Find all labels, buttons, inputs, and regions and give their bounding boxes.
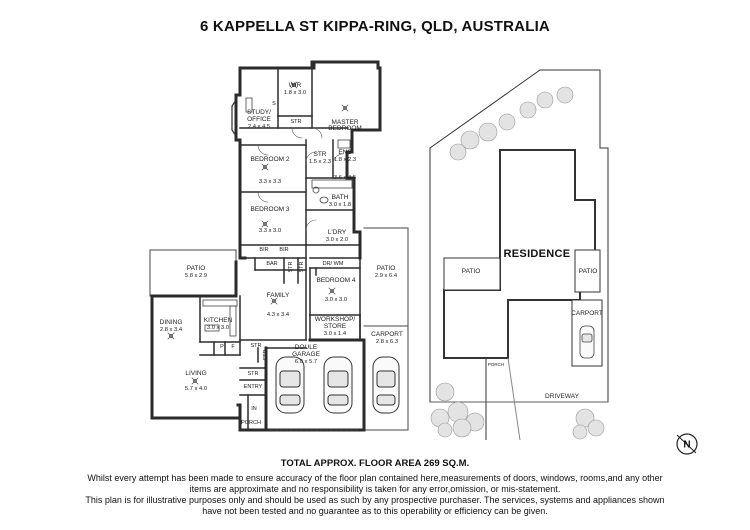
room-wir: WIR 1.8 x 3.0 — [283, 82, 307, 96]
room-bedroom-3: BEDROOM 3 3.3 x 3.0 — [250, 206, 290, 234]
label-porch: PORCH — [241, 420, 261, 426]
room-dims: 4.3 x 3.4 — [266, 311, 290, 318]
label-bar: BAR — [266, 261, 278, 267]
room-dims: 3.6 x 4.5 — [333, 174, 357, 181]
room-study: STUDY/ OFFICE 2.4 x 4.5 — [247, 109, 271, 130]
room-family: FAMILY 4.3 x 3.4 — [266, 292, 290, 318]
exterior-walls-lower — [150, 260, 366, 432]
room-name: PATIO — [186, 265, 206, 272]
room-garage: DOULE GARAGE 6.0 x 5.7 — [292, 344, 320, 365]
room-dims: 1.8 x 2.3 — [333, 156, 357, 163]
fan-icons — [167, 81, 349, 385]
label-bir-2: BIR — [279, 247, 289, 253]
room-name: ENS — [338, 149, 352, 156]
room-dims: 3.0 x 1.4 — [323, 330, 347, 337]
room-name: L'DRY — [327, 229, 347, 236]
label-s: S — [272, 101, 276, 107]
room-dims: 5.8 x 2.9 — [184, 272, 208, 279]
room-name: STUDY/ OFFICE — [247, 109, 271, 123]
room-bedroom-2: BEDROOM 2 3.3 x 3.3 — [250, 156, 290, 185]
total-floor-area: TOTAL APPROX. FLOOR AREA 269 SQ.M. — [280, 458, 470, 469]
trees — [430, 86, 605, 440]
room-name: KITCHEN — [203, 317, 233, 324]
site-porch-label: PORCH — [487, 362, 505, 367]
site-patio-left-label: PATIO — [461, 268, 481, 275]
label-entry: ENTRY — [243, 384, 263, 390]
room-name: MASTER BEDROOM — [328, 118, 362, 133]
room-bath: BATH 3.0 x 1.8 — [328, 194, 352, 208]
room-dims: 2.4 x 4.5 — [247, 123, 271, 130]
room-patio-right: PATIO 2.9 x 6.4 — [374, 265, 398, 279]
room-dims: 3.0 x 1.8 — [328, 201, 352, 208]
label-str-garage: STR — [263, 349, 269, 361]
room-dims: 2.8 x 6.3 — [375, 338, 399, 345]
room-dims: 3.0 x 2.0 — [325, 236, 349, 243]
interior-walls-upper — [239, 67, 361, 246]
room-dims: 2.9 x 6.4 — [374, 272, 398, 279]
label-str-bar: STR — [288, 261, 294, 273]
garage-cars — [275, 356, 400, 414]
disclaimer-line: Whilst every attempt has been made to en… — [87, 473, 663, 483]
room-name: WIR — [288, 82, 302, 89]
disclaimer-line: This plan is for illustrative purposes o… — [85, 495, 665, 505]
page-title: 6 KAPPELLA ST KIPPA-RING, QLD, AUSTRALIA — [200, 18, 550, 35]
room-laundry: L'DRY 3.0 x 2.0 — [325, 229, 349, 243]
room-master-bedroom: MASTER BEDROOM 3.6 x 4.5 — [328, 86, 362, 198]
room-name: CARPORT — [371, 331, 403, 338]
room-name: PATIO — [376, 265, 396, 272]
room-name: STR — [313, 151, 327, 158]
room-dims: 2.8 x 3.4 — [159, 326, 183, 333]
north-letter: N — [683, 440, 690, 451]
site-patio-right-label: PATIO — [578, 268, 598, 275]
label-str-entry: STR — [247, 371, 259, 377]
room-dims: 3.3 x 3.0 — [258, 227, 282, 234]
disclaimer-line: have not been tested and no guarantee as… — [202, 506, 548, 516]
room-name: WORKSHOP/ STORE — [314, 316, 356, 330]
room-dims: 3.0 x 3.0 — [206, 324, 230, 331]
label-dr-wm: DR/ WM — [322, 261, 344, 267]
north-compass-icon: N — [676, 433, 698, 455]
room-dims: 3.0 x 3.0 — [324, 296, 348, 303]
room-name: BEDROOM 2 — [250, 156, 290, 163]
label-f: F — [231, 344, 235, 350]
room-ensuite: ENS 1.8 x 2.3 — [333, 149, 357, 163]
room-dims: 5.7 x 4.0 — [184, 385, 208, 392]
label-str-kitchen: STR — [250, 343, 262, 349]
disclaimer: Whilst every attempt has been made to en… — [40, 473, 710, 517]
site-carport-label: CARPORT — [571, 310, 603, 317]
room-dims: 1.8 x 3.0 — [283, 89, 307, 96]
interior-walls-middle — [244, 244, 361, 341]
label-in: IN — [251, 406, 257, 412]
room-name: BEDROOM 4 — [316, 277, 356, 284]
room-name: LIVING — [185, 370, 207, 377]
room-name: BATH — [331, 194, 349, 201]
room-carport: CARPORT 2.8 x 6.3 — [371, 331, 403, 345]
room-name: DINING — [159, 319, 183, 326]
site-residence-label: RESIDENCE — [503, 248, 571, 260]
room-bedroom-4: BEDROOM 4 3.0 x 3.0 — [316, 277, 356, 303]
room-kitchen: KITCHEN 3.0 x 3.0 — [203, 317, 233, 331]
room-dining: DINING 2.8 x 3.4 — [159, 319, 183, 333]
room-dims: 6.0 x 5.7 — [294, 358, 318, 365]
room-str: STR 1.5 x 2.3 — [308, 151, 332, 165]
room-dims: 3.3 x 3.3 — [258, 178, 282, 185]
room-name: FAMILY — [266, 292, 290, 299]
room-name: BEDROOM 3 — [250, 206, 290, 213]
label-str-vertical: STR — [299, 261, 305, 273]
room-workshop: WORKSHOP/ STORE 3.0 x 1.4 — [314, 316, 356, 337]
label-p: P — [220, 344, 224, 350]
room-patio-left: PATIO 5.8 x 2.9 — [184, 265, 208, 279]
exterior-walls — [231, 60, 382, 260]
label-bir-1: BIR — [259, 247, 269, 253]
interior-walls-lower — [199, 295, 361, 431]
site-driveway-label: DRIVEWAY — [545, 393, 579, 400]
room-name: DOULE GARAGE — [292, 344, 320, 358]
disclaimer-line: items are approximate and no responsibil… — [189, 484, 561, 494]
room-living: LIVING 5.7 x 4.0 — [184, 370, 208, 392]
room-dims: 1.5 x 2.3 — [308, 158, 332, 165]
label-str-study: STR — [290, 119, 302, 125]
